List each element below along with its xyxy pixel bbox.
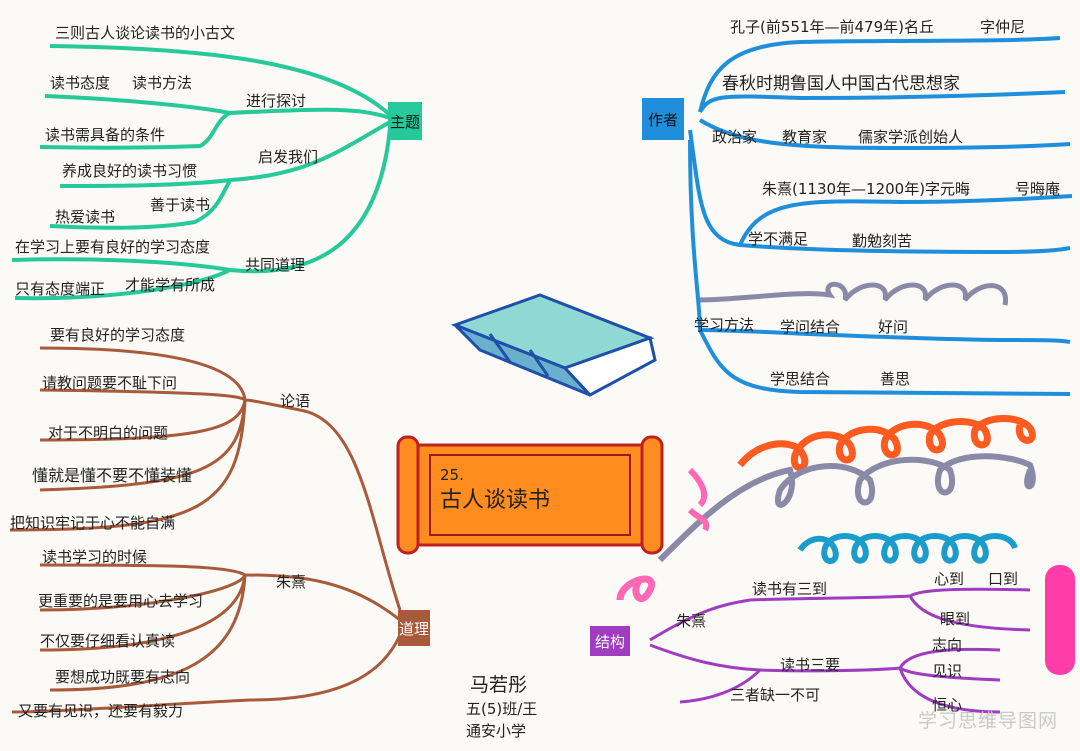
zuozhe-text-11: 学习方法	[694, 316, 755, 334]
jiegou-text-4: 口到	[988, 570, 1019, 588]
zhuti-text-1: 三则古人谈论读书的小古文	[55, 24, 236, 42]
daoli-branches	[9, 346, 402, 714]
blue-loops-decoration	[797, 533, 1018, 564]
pink-marks-decoration	[687, 467, 710, 532]
daoli-text-4: 对于不明白的问题	[48, 424, 169, 442]
zhuti-text-11: 只有态度端正	[15, 280, 106, 298]
orange-loops-decoration	[737, 415, 1036, 472]
daoli-text-11: 要想成功既要有志向	[55, 668, 191, 686]
zuozhe-text-10: 勤勉刻苦	[852, 232, 913, 250]
zuozhe-text-15: 善思	[880, 370, 911, 388]
gray-loops-small-decoration	[699, 281, 1008, 306]
author-school: 通安小学	[466, 722, 527, 740]
zuozhe-text-4: 政治家	[712, 128, 758, 146]
lesson-number: 25.	[440, 466, 464, 484]
daoli-text-1: 要有良好的学习态度	[50, 326, 186, 344]
zhuti-hub: 主题	[388, 102, 422, 140]
jiegou-text-2: 读书有三到	[752, 580, 828, 598]
zuozhe-text-8: 号晦庵	[1015, 180, 1061, 198]
book-icon	[450, 293, 657, 397]
zuozhe-text-1: 孔子(前551年—前479年)名丘	[730, 18, 934, 36]
daoli-text-8: 朱熹	[276, 573, 307, 591]
daoli-hub: 道理	[398, 610, 430, 646]
watermark: 学习思维导图网	[917, 710, 1058, 732]
zhuti-text-9: 善于读书	[150, 196, 211, 214]
jiegou-text-1: 朱熹	[676, 612, 707, 630]
daoli-text-7: 读书学习的时候	[42, 548, 148, 566]
zuozhe-text-7: 朱熹(1130年—1200年)字元晦	[762, 180, 971, 198]
zuozhe-label: 作者	[647, 110, 678, 129]
daoli-text-3: 论语	[280, 392, 311, 410]
jiegou-text-7: 志向	[932, 636, 963, 654]
zhuti-text-3: 读书方法	[132, 74, 193, 92]
jiegou-text-5: 眼到	[940, 610, 971, 628]
lesson-title: 古人谈读书	[440, 488, 551, 513]
jiegou-text-10: 三者缺一不可	[730, 686, 821, 704]
zhuti-text-7: 启发我们	[258, 148, 319, 166]
zuozhe-text-13: 好问	[878, 318, 909, 336]
jiegou-hub: 结构	[590, 626, 630, 656]
zuozhe-text-14: 学思结合	[770, 370, 831, 388]
zhuti-text-13: 共同道理	[245, 256, 306, 274]
jiegou-text-9: 恒心	[932, 696, 963, 714]
zuozhe-text-2: 字仲尼	[980, 18, 1026, 36]
gray-loops-decoration	[657, 453, 1036, 563]
zhuti-text-8: 热爱读书	[55, 208, 116, 226]
author-name: 马若彤	[470, 674, 528, 696]
zuozhe-branches	[688, 36, 1073, 396]
daoli-text-12: 又要有见识，还要有毅力	[18, 702, 184, 720]
zhuti-text-4: 进行探讨	[246, 92, 307, 110]
zuozhe-hub: 作者	[642, 98, 684, 140]
zuozhe-text-5: 教育家	[782, 128, 828, 146]
scroll-icon	[396, 435, 664, 555]
zhuti-text-12: 才能学有所成	[125, 276, 216, 294]
jiegou-branches	[649, 587, 1031, 714]
zhuti-label: 主题	[389, 112, 420, 131]
daoli-label: 道理	[398, 619, 429, 638]
zhuti-text-6: 养成良好的读书习惯	[62, 162, 198, 180]
zuozhe-text-3: 春秋时期鲁国人中国古代思想家	[722, 74, 960, 94]
daoli-text-10: 不仅要仔细看认真读	[40, 632, 176, 650]
zhuti-text-2: 读书态度	[50, 74, 111, 92]
zhuti-text-5: 读书需具备的条件	[45, 126, 166, 144]
jiegou-text-3: 心到	[934, 570, 965, 588]
jiegou-label: 结构	[594, 632, 625, 651]
daoli-text-5: 懂就是懂不要不懂装懂	[32, 466, 193, 485]
jiegou-text-6: 读书三要	[780, 656, 841, 674]
author-class: 五(5)班/王	[466, 700, 538, 718]
jiegou-text-8: 见识	[932, 662, 963, 680]
zuozhe-text-6: 儒家学派创始人	[858, 128, 964, 146]
zuozhe-text-9: 学不满足	[748, 230, 809, 248]
zuozhe-text-12: 学问结合	[780, 318, 841, 336]
zhuti-branches	[11, 44, 392, 301]
zhuti-text-10: 在学习上要有良好的学习态度	[15, 238, 211, 256]
daoli-text-6: 把知识牢记于心不能自满	[10, 514, 176, 532]
pink-swirl-decoration	[616, 575, 655, 602]
pink-blob-decoration	[1045, 565, 1075, 675]
daoli-text-2: 请教问题要不耻下问	[42, 374, 178, 392]
daoli-text-9: 更重要的是要用心去学习	[38, 592, 204, 610]
